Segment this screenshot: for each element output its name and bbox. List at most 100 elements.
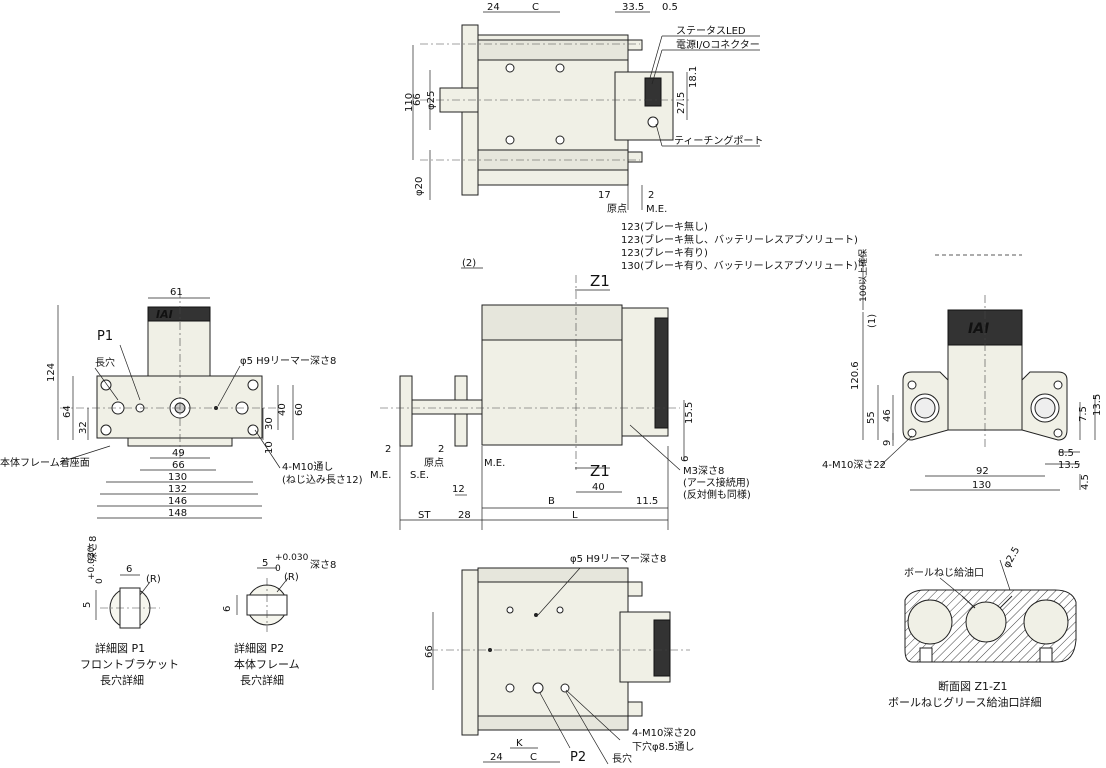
caption-line: 詳細図 P1 xyxy=(95,641,145,655)
length-row: 123(ブレーキ有り) xyxy=(621,246,708,259)
reamer-label: φ5 H9リーマー深さ8 xyxy=(570,553,666,565)
dim-0-5: 0.5 xyxy=(662,2,678,13)
detail-p1: 6 5 +0.030 0 深さ8 (R) 詳細図 P1 フロントブラケット 長穴… xyxy=(80,536,179,687)
tol-plus: +0.030 xyxy=(275,553,309,563)
caption-line: 長穴詳細 xyxy=(100,673,144,687)
length-row: 123(ブレーキ無し、バッテリーレスアブソリュート) xyxy=(621,233,858,246)
dim-49: 49 xyxy=(172,448,185,459)
z1-lower: Z1 xyxy=(590,462,610,480)
dim-64: 64 xyxy=(62,405,73,418)
dim-66: 66 xyxy=(424,645,435,658)
me-label: M.E. xyxy=(370,470,391,481)
tol-plus: +0.030 xyxy=(87,546,97,580)
dim-24: 24 xyxy=(490,752,503,763)
depth-8: 深さ8 xyxy=(87,536,99,562)
dim-33-5: 33.5 xyxy=(622,2,644,13)
dim-18-1: 18.1 xyxy=(688,66,699,88)
caption-line: ボールねじグリース給油口詳細 xyxy=(888,695,1041,709)
dim-28: 28 xyxy=(458,510,471,521)
dim-2-paren: (2) xyxy=(462,258,476,269)
r-mark: (R) xyxy=(146,574,161,585)
dim-13-5-h: 13.5 xyxy=(1058,460,1080,471)
dim-c: C xyxy=(530,752,537,763)
slot-label: 長穴 xyxy=(612,752,632,765)
iai-logo: IAI xyxy=(968,321,989,337)
tol-zero: 0 xyxy=(95,578,105,584)
dim-40: 40 xyxy=(277,403,288,416)
section-z1: ボールねじ給油口 φ2.5 断面図 Z1-Z1 ボールねじグリース給油口詳細 xyxy=(888,545,1077,709)
dim-32: 32 xyxy=(78,421,89,434)
reamer-label: φ5 H9リーマー深さ8 xyxy=(240,355,336,367)
dim-30: 30 xyxy=(264,417,275,430)
dim-6: 6 xyxy=(126,564,132,575)
caption-line: 詳細図 P2 xyxy=(234,641,284,655)
grease-port-label: ボールねじ給油口 xyxy=(904,566,984,579)
dim-27-5: 27.5 xyxy=(676,92,687,114)
caption-line: 断面図 Z1-Z1 xyxy=(938,679,1008,693)
me-label: M.E. xyxy=(484,458,505,469)
dim-2: 2 xyxy=(438,444,444,455)
dim-8-5: 8.5 xyxy=(1058,448,1074,459)
dim-phi25: φ25 xyxy=(426,91,437,110)
m10-label: 4-M10深さ20 xyxy=(632,727,696,739)
dim-46: 46 xyxy=(882,409,893,422)
dim-130: 130 xyxy=(168,472,187,483)
teaching-port-label: ティーチングポート xyxy=(674,134,763,147)
p2-label: P2 xyxy=(570,750,586,765)
ground-label: (アース接続用) xyxy=(683,476,750,489)
caption-line: フロントブラケット xyxy=(80,657,179,671)
dim-2: 2 xyxy=(648,190,654,201)
depth-8: 深さ8 xyxy=(310,559,336,571)
dim-6: 6 xyxy=(680,456,691,462)
dim-5: 5 xyxy=(262,558,268,569)
dim-146: 146 xyxy=(168,496,187,507)
dim-13-5: 13.5 xyxy=(1092,394,1103,416)
dim-c: C xyxy=(532,2,539,13)
dim-10: 10 xyxy=(264,441,275,454)
detail-p2: 5 +0.030 0 深さ8 6 (R) 詳細図 P2 本体フレーム 長穴詳細 xyxy=(222,553,336,687)
dim-12: 12 xyxy=(452,484,465,495)
dim-61: 61 xyxy=(170,287,183,298)
m3-label: M3深さ8 xyxy=(683,465,724,477)
origin-label: 原点 xyxy=(607,203,627,215)
opposite-label: (反対側も同様) xyxy=(683,488,751,501)
dim-130: 130 xyxy=(972,480,991,491)
dim-66: 66 xyxy=(412,93,423,106)
m10-label: 4-M10通し xyxy=(282,461,333,473)
dim-17: 17 xyxy=(598,190,611,201)
caption-line: 本体フレーム xyxy=(234,657,300,671)
m10-screw-label: (ねじ込み長さ12) xyxy=(282,474,363,486)
dim-120-6: 120.6 xyxy=(850,361,861,390)
dim-66: 66 xyxy=(172,460,185,471)
dim-5: 5 xyxy=(82,602,93,608)
se-label: S.E. xyxy=(410,470,429,481)
dim-11-5: 11.5 xyxy=(636,496,658,507)
status-led-label: ステータスLED xyxy=(676,25,746,37)
dim-phi20: φ20 xyxy=(414,177,425,196)
length-row: 130(ブレーキ有り、バッテリーレスアブソリュート) xyxy=(621,259,858,272)
phi-2-5: φ2.5 xyxy=(1002,545,1023,570)
dim-1-paren: (1) xyxy=(867,314,878,328)
power-io-label: 電源I/Oコネクター xyxy=(676,38,760,51)
dim-132: 132 xyxy=(168,484,187,495)
z1-upper: Z1 xyxy=(590,272,610,290)
dim-24: 24 xyxy=(487,2,500,13)
tol-zero: 0 xyxy=(275,564,281,574)
dim-55: 55 xyxy=(866,411,877,424)
iai-logo: IAI xyxy=(156,308,173,321)
dim-148: 148 xyxy=(168,508,187,519)
dim-st: ST xyxy=(418,510,431,521)
dim-4-5: 4.5 xyxy=(1080,474,1091,490)
side-view: (2) 15.5 6 40 B 11.5 L ST 28 12 2 2 Z1 Z… xyxy=(370,258,751,530)
dim-6: 6 xyxy=(222,606,233,612)
pilot-label: 下穴φ8.5通し xyxy=(632,740,695,753)
dim-60: 60 xyxy=(294,403,305,416)
dim-15-5: 15.5 xyxy=(684,402,695,424)
dim-k: K xyxy=(516,738,523,749)
bottom-view: 66 24 C K φ5 H9リーマー深さ8 4-M10深さ20 下穴φ8.5通… xyxy=(424,553,696,765)
me-label: M.E. xyxy=(646,204,667,215)
dim-92: 92 xyxy=(976,466,989,477)
dim-124: 124 xyxy=(46,363,57,382)
rear-view: IAI 100以上確保 (1) 120.6 55 46 9 7.5 13. xyxy=(822,249,1103,491)
